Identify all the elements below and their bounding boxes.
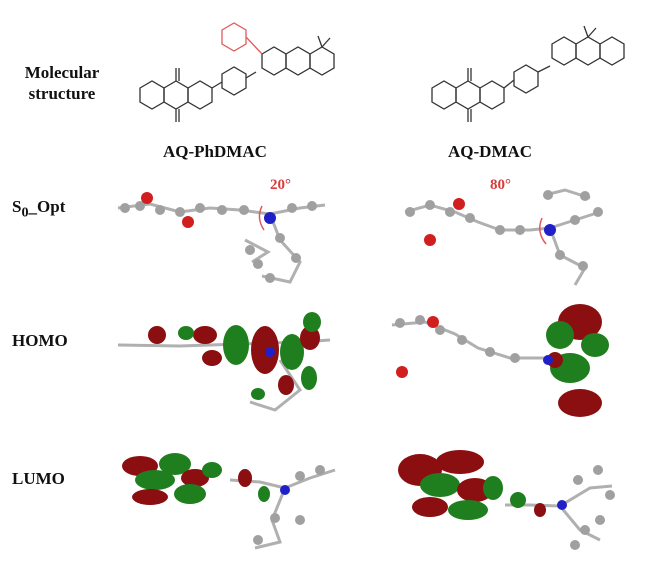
dihedral-angle-right: 80° <box>490 177 511 193</box>
row-label-s0: S0_Opt <box>12 196 65 222</box>
row-label-homo: HOMO <box>12 331 68 350</box>
s0-geometry-right <box>404 188 603 286</box>
homo-orbital-right <box>391 304 609 417</box>
lumo-orbital-left <box>122 453 336 550</box>
row-label-s0-sub: 0 <box>21 204 29 221</box>
structure-aq-phdmac <box>139 22 335 122</box>
row-label-lumo: LUMO <box>12 469 65 488</box>
row-label-structure: Molecular structure <box>24 63 100 104</box>
column-title-aq-dmac: AQ-DMAC <box>448 142 533 161</box>
column-title-aq-phdmac: AQ-PhDMAC <box>163 142 267 161</box>
lumo-orbital-right <box>398 450 615 550</box>
dihedral-angle-left: 20° <box>270 177 291 193</box>
s0-geometry-left <box>117 192 326 284</box>
homo-orbital-left <box>117 312 331 412</box>
structure-aq-dmac <box>431 25 625 122</box>
row-label-s0-main: S <box>12 197 22 216</box>
row-label-s0-suffix: _Opt <box>28 197 66 216</box>
